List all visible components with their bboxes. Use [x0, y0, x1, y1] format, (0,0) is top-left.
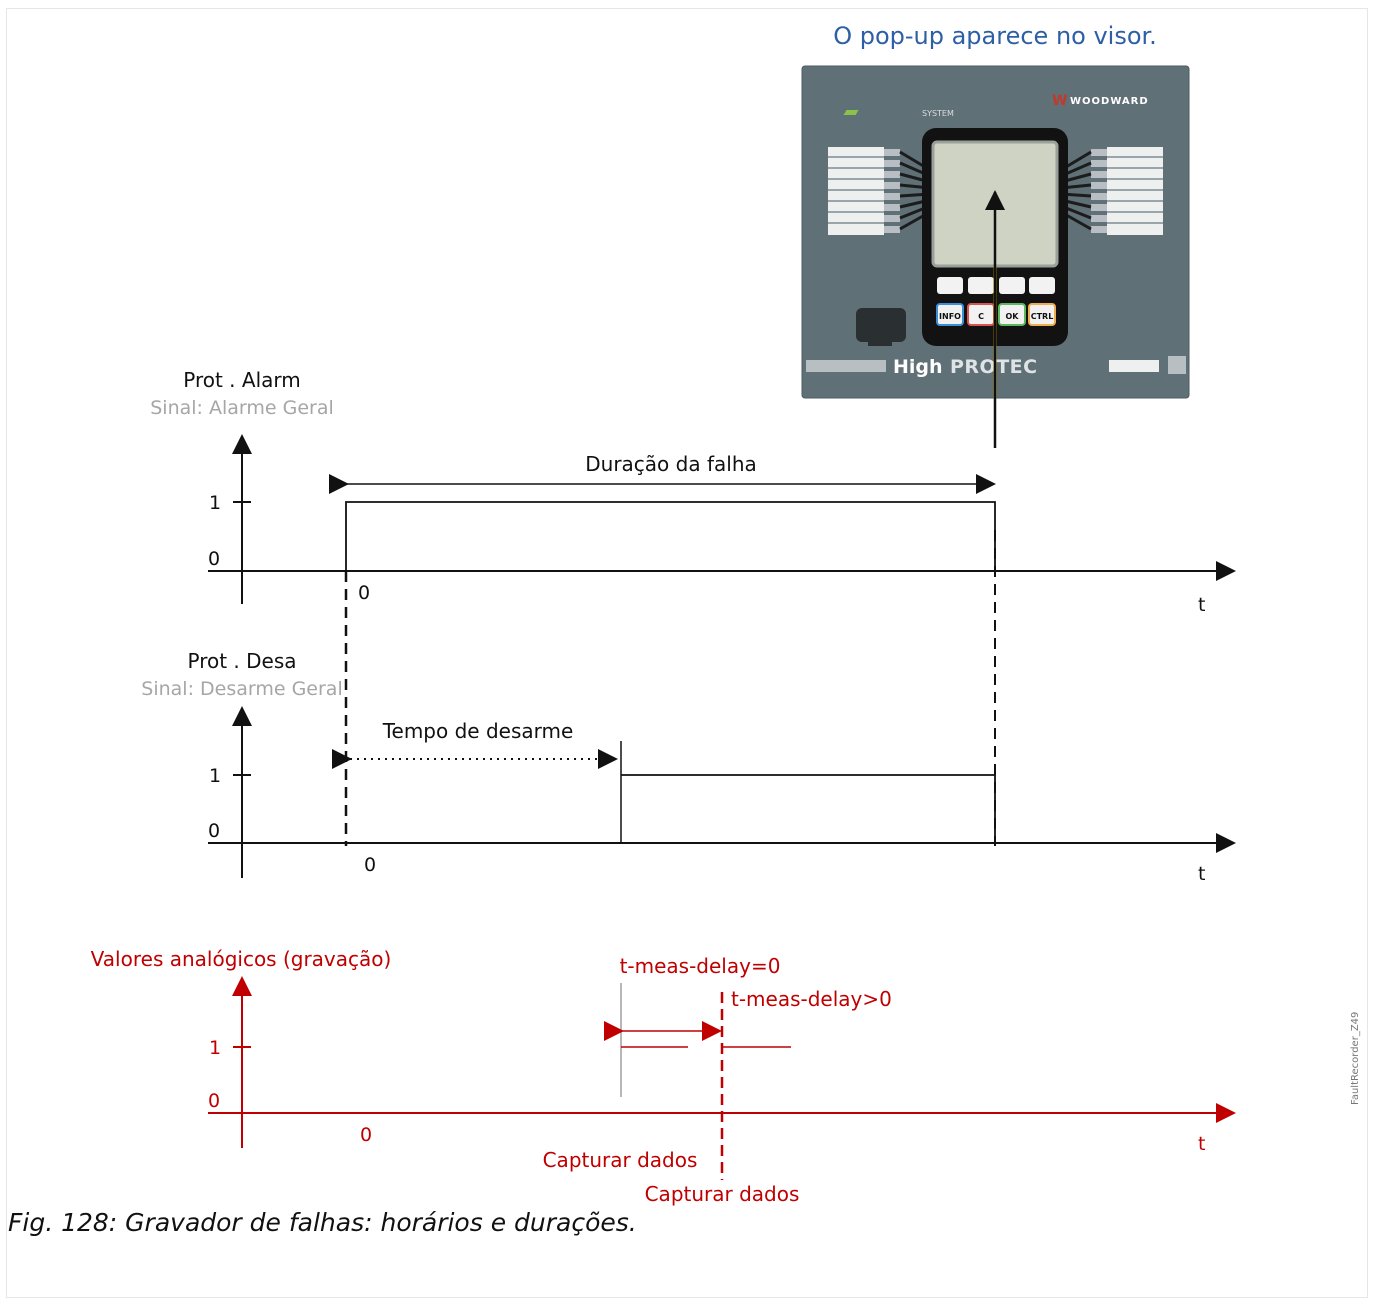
plot-trip: Prot . Desa Sinal: Desarme Geral 1 0 0 t… — [141, 649, 1236, 885]
popup-note: O pop-up aparece no visor. — [833, 22, 1157, 50]
plot-analog-title: Valores analógicos (gravação) — [91, 947, 392, 971]
plot-alarm-level-1: 1 — [209, 492, 221, 514]
plot-alarm-t-label: t — [1198, 594, 1205, 616]
device-button-info: INFO — [939, 312, 961, 321]
delay-zero-label: t-meas-delay=0 — [620, 954, 781, 978]
alarm-pulse — [345, 501, 996, 571]
device-button-c: C — [978, 312, 984, 321]
usb-port-icon — [856, 308, 906, 342]
protection-device-image: W WOODWARD SYSTEM — [801, 65, 1190, 399]
plot-analog-t-label: t — [1198, 1133, 1205, 1155]
delay-positive-label: t-meas-delay>0 — [731, 987, 892, 1011]
product-name-high: High — [893, 356, 943, 378]
plot-trip-level-0: 0 — [208, 820, 220, 842]
capture-label-1: Capturar dados — [543, 1148, 698, 1172]
device-button-ctrl: CTRL — [1031, 312, 1054, 321]
plot-trip-t-label: t — [1198, 863, 1205, 885]
system-led-icon — [843, 110, 859, 115]
system-label: SYSTEM — [922, 109, 954, 118]
plot-analog-level-1: 1 — [209, 1037, 221, 1059]
woodward-logo-icon: W — [1052, 93, 1067, 109]
plot-analog-level-0: 0 — [208, 1090, 220, 1112]
device-brand: WOODWARD — [1070, 96, 1149, 107]
right-led-strips — [1060, 147, 1163, 235]
figure-caption: Fig. 128: Gravador de falhas: horários e… — [8, 1208, 637, 1237]
plot-alarm-signal: Sinal: Alarme Geral — [150, 397, 334, 419]
capture-label-2: Capturar dados — [645, 1182, 800, 1206]
plot-analog: Valores analógicos (gravação) 1 0 0 t t-… — [91, 947, 1236, 1206]
plot-trip-signal: Sinal: Desarme Geral — [141, 678, 342, 700]
plot-trip-time-origin: 0 — [364, 854, 376, 876]
plot-alarm-time-origin: 0 — [358, 582, 370, 604]
plot-trip-level-1: 1 — [209, 765, 221, 787]
figure-frame — [6, 8, 1368, 1298]
plot-analog-time-origin: 0 — [360, 1124, 372, 1146]
device-buttons: INFO C OK CTRL — [936, 303, 1056, 326]
plot-alarm-title: Prot . Alarm — [183, 368, 301, 392]
device-softkeys — [937, 277, 1055, 294]
plot-trip-title: Prot . Desa — [187, 649, 296, 673]
trip-pulse — [621, 774, 996, 843]
device-button-ok: OK — [1006, 312, 1020, 321]
trip-time-label: Tempo de desarme — [382, 719, 574, 743]
figure-side-tag: FaultRecorder_Z49 — [1350, 1011, 1361, 1105]
fault-duration-label: Duração da falha — [585, 452, 757, 476]
plot-alarm: Prot . Alarm Sinal: Alarme Geral 1 0 0 t… — [150, 368, 1236, 616]
plot-alarm-level-0: 0 — [208, 548, 220, 570]
